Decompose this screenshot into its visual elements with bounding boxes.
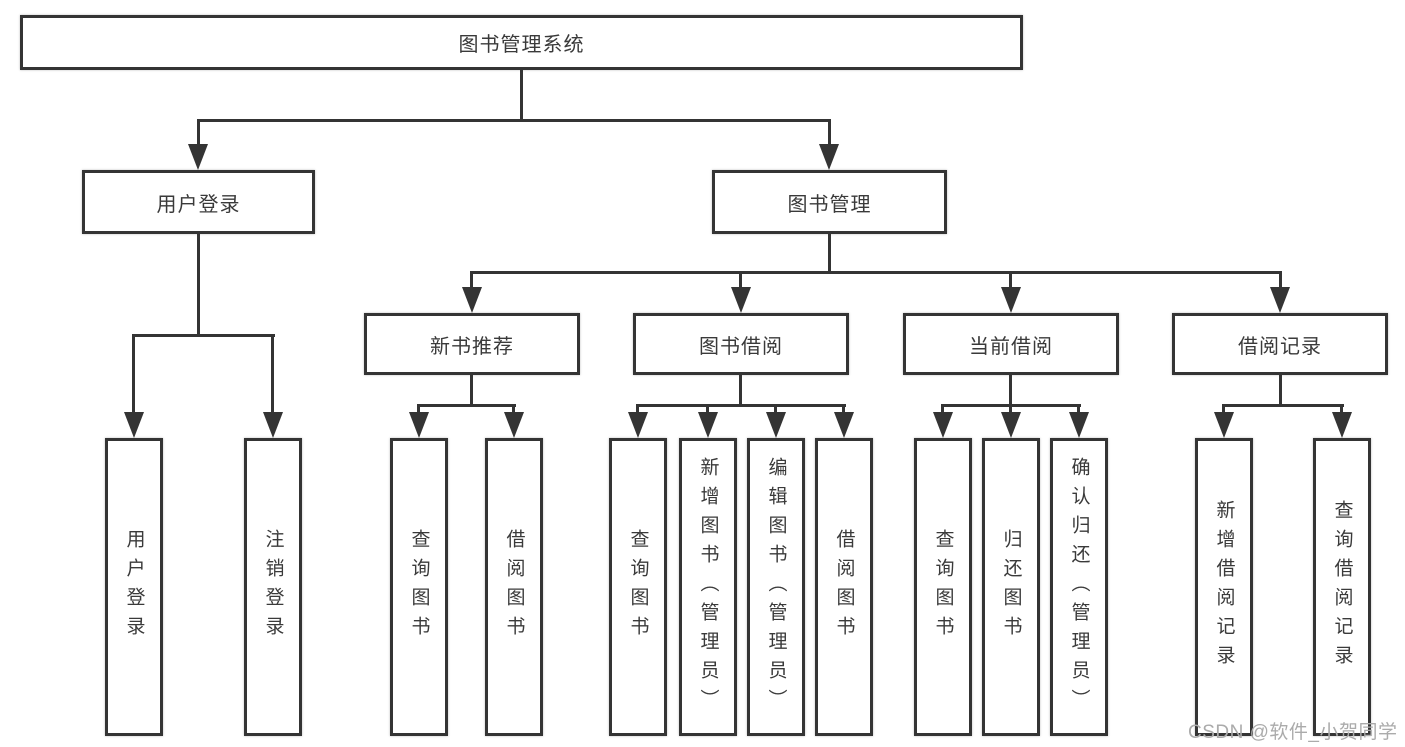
arrowhead-br-query xyxy=(1332,412,1352,438)
node-book-management: 图书管理 xyxy=(712,170,947,234)
arrowhead-nb-query xyxy=(409,412,429,438)
connector-drop-leaf-login xyxy=(132,334,135,414)
leaf-bb-borrow-books: 借阅图书 xyxy=(815,438,873,736)
node-borrowing-records-label: 借阅记录 xyxy=(1238,335,1322,358)
node-book-borrowing: 图书借阅 xyxy=(633,313,849,375)
connector-bb-split xyxy=(636,404,846,407)
connector-root-split xyxy=(197,119,831,122)
arrowhead-br-add xyxy=(1214,412,1234,438)
leaf-logout: 注销登录 xyxy=(244,438,302,736)
arrowhead-cb-query xyxy=(933,412,953,438)
node-book-borrowing-label: 图书借阅 xyxy=(699,335,783,358)
connector-drop-br-add xyxy=(1222,404,1225,415)
node-book-management-label: 图书管理 xyxy=(787,193,872,216)
leaf-cb-query-books: 查询图书 xyxy=(914,438,972,736)
connector-drop-book-borrow xyxy=(739,271,742,289)
arrowhead-bb-add xyxy=(698,412,718,438)
leaf-bb-query-books: 查询图书 xyxy=(609,438,667,736)
connector-drop-nb-borrow xyxy=(512,404,515,415)
connector-drop-bb-edit xyxy=(774,404,777,415)
leaf-cb-return-books-label: 归还图书 xyxy=(1000,529,1022,645)
node-user-login: 用户登录 xyxy=(82,170,315,234)
arrowhead-current-borrow xyxy=(1001,287,1021,313)
connector-drop-new-book xyxy=(470,271,473,289)
arrowhead-bb-borrow xyxy=(834,412,854,438)
connector-user-split xyxy=(132,334,275,337)
leaf-br-query-record-label: 查询借阅记录 xyxy=(1331,500,1353,674)
node-root-label: 图书管理系统 xyxy=(458,34,585,56)
connector-drop-bb-add xyxy=(706,404,709,415)
node-borrowing-records: 借阅记录 xyxy=(1172,313,1388,375)
leaf-nb-borrow-books-label: 借阅图书 xyxy=(503,529,525,645)
arrowhead-bb-edit xyxy=(766,412,786,438)
leaf-cb-confirm-return-admin-label: 确认归还（管理员） xyxy=(1068,456,1090,718)
connector-nb-stem xyxy=(470,375,473,406)
arrowhead-leaf-login xyxy=(124,412,144,438)
leaf-nb-query-books-label: 查询图书 xyxy=(408,529,430,645)
leaf-cb-return-books: 归还图书 xyxy=(982,438,1040,736)
leaf-bb-add-books-admin-label: 新增图书（管理员） xyxy=(697,456,719,718)
arrowhead-user-login xyxy=(188,144,208,170)
connector-drop-leaf-logout xyxy=(271,334,274,414)
arrowhead-borrow-records xyxy=(1270,287,1290,313)
connector-bb-stem xyxy=(739,375,742,406)
leaf-bb-edit-books-admin: 编辑图书（管理员） xyxy=(747,438,805,736)
leaf-br-add-record-label: 新增借阅记录 xyxy=(1213,500,1235,674)
arrowhead-bb-query xyxy=(628,412,648,438)
node-current-borrowing: 当前借阅 xyxy=(903,313,1119,375)
connector-nb-split xyxy=(417,404,516,407)
connector-drop-current-borrow xyxy=(1009,271,1012,289)
connector-drop-borrow-records xyxy=(1279,271,1282,289)
connector-br-stem xyxy=(1279,375,1282,406)
connector-br-split xyxy=(1222,404,1344,407)
connector-cb-stem xyxy=(1009,375,1012,406)
leaf-bb-query-books-label: 查询图书 xyxy=(627,529,649,645)
arrowhead-book-borrow xyxy=(731,287,751,313)
connector-user-stem xyxy=(197,234,200,336)
connector-drop-user-login xyxy=(197,119,200,146)
connector-drop-cb-query xyxy=(941,404,944,415)
connector-drop-bb-query xyxy=(636,404,639,415)
connector-mgmt-split xyxy=(470,271,1281,274)
node-current-borrowing-label: 当前借阅 xyxy=(969,335,1053,358)
csdn-watermark: CSDN @软件_小贺同学 xyxy=(1188,722,1398,743)
leaf-nb-borrow-books: 借阅图书 xyxy=(485,438,543,736)
connector-root-stem xyxy=(520,70,523,121)
leaf-bb-edit-books-admin-label: 编辑图书（管理员） xyxy=(765,456,787,718)
arrowhead-nb-borrow xyxy=(504,412,524,438)
leaf-logout-label: 注销登录 xyxy=(262,529,284,645)
leaf-user-login-label: 用户登录 xyxy=(123,529,145,645)
node-new-book-recommend-label: 新书推荐 xyxy=(430,335,514,358)
node-user-login-label: 用户登录 xyxy=(156,193,241,216)
connector-drop-cb-confirm xyxy=(1077,404,1080,415)
leaf-bb-borrow-books-label: 借阅图书 xyxy=(833,529,855,645)
connector-drop-bb-borrow xyxy=(842,404,845,415)
arrowhead-new-book xyxy=(462,287,482,313)
connector-drop-br-query xyxy=(1340,404,1343,415)
connector-drop-nb-query xyxy=(417,404,420,415)
arrowhead-cb-return xyxy=(1001,412,1021,438)
leaf-user-login: 用户登录 xyxy=(105,438,163,736)
node-root: 图书管理系统 xyxy=(20,15,1023,70)
arrowhead-book-mgmt xyxy=(819,144,839,170)
leaf-cb-confirm-return-admin: 确认归还（管理员） xyxy=(1050,438,1108,736)
node-new-book-recommend: 新书推荐 xyxy=(364,313,580,375)
leaf-cb-query-books-label: 查询图书 xyxy=(932,529,954,645)
arrowhead-leaf-logout xyxy=(263,412,283,438)
connector-mgmt-stem xyxy=(828,234,831,273)
leaf-br-query-record: 查询借阅记录 xyxy=(1313,438,1371,736)
connector-drop-book-mgmt xyxy=(828,119,831,146)
leaf-bb-add-books-admin: 新增图书（管理员） xyxy=(679,438,737,736)
leaf-nb-query-books: 查询图书 xyxy=(390,438,448,736)
connector-drop-cb-return xyxy=(1009,404,1012,415)
arrowhead-cb-confirm xyxy=(1069,412,1089,438)
leaf-br-add-record: 新增借阅记录 xyxy=(1195,438,1253,736)
